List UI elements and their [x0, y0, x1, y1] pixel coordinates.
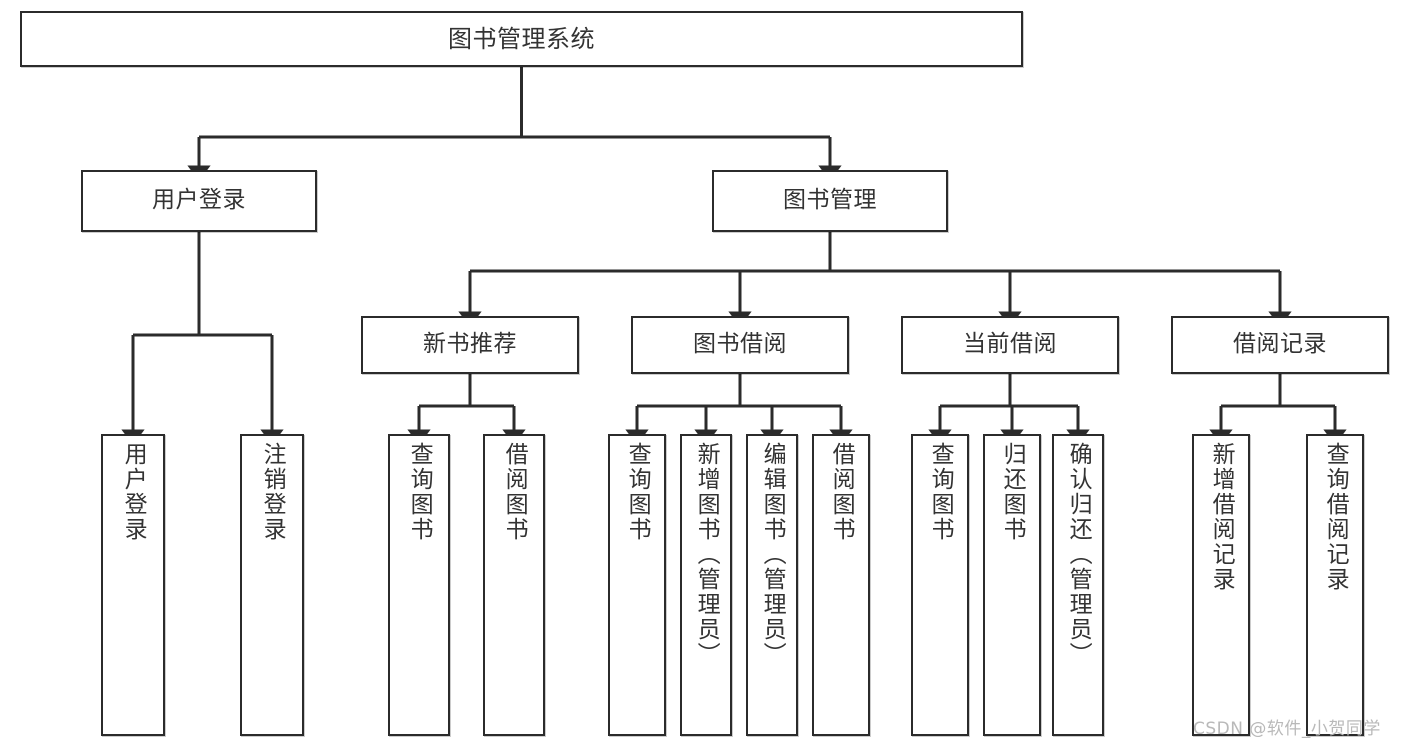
node-root[interactable]: 图书管理系统 — [20, 11, 1023, 67]
node-label: 新增借阅记录 — [1208, 442, 1235, 592]
node-label: 新增图书（管理员） — [693, 442, 720, 667]
node-leaf_10[interactable]: 确认归还（管理员） — [1052, 434, 1104, 736]
node-label: 编辑图书（管理员） — [759, 442, 786, 667]
node-label: 新书推荐 — [423, 331, 517, 358]
connector-lines — [121, 67, 1347, 445]
node-l3_1[interactable]: 图书借阅 — [631, 316, 849, 374]
node-leaf_11[interactable]: 新增借阅记录 — [1192, 434, 1250, 736]
node-leaf_3[interactable]: 借阅图书 — [483, 434, 545, 736]
node-leaf_8[interactable]: 查询图书 — [911, 434, 969, 736]
node-label: 用户登录 — [152, 187, 246, 214]
node-label: 查询借阅记录 — [1322, 442, 1349, 592]
node-label: 查询图书 — [624, 442, 651, 542]
node-l3_0[interactable]: 新书推荐 — [361, 316, 579, 374]
node-label: 用户登录 — [120, 442, 147, 542]
node-label: 当前借阅 — [963, 331, 1057, 358]
node-label: 图书管理系统 — [448, 24, 595, 53]
node-label: 查询图书 — [406, 442, 433, 542]
node-leaf_7[interactable]: 借阅图书 — [812, 434, 870, 736]
watermark-text: CSDN @软件_小贺同学 — [1193, 719, 1381, 739]
node-label: 图书管理 — [783, 187, 877, 214]
node-leaf_6[interactable]: 编辑图书（管理员） — [746, 434, 798, 736]
node-label: 借阅图书 — [501, 442, 528, 542]
node-label: 图书借阅 — [693, 331, 787, 358]
node-label: 借阅记录 — [1233, 331, 1327, 358]
node-leaf_12[interactable]: 查询借阅记录 — [1306, 434, 1364, 736]
node-leaf_1[interactable]: 注销登录 — [240, 434, 304, 736]
node-leaf_0[interactable]: 用户登录 — [101, 434, 165, 736]
node-label: 归还图书 — [999, 442, 1026, 542]
node-l3_3[interactable]: 借阅记录 — [1171, 316, 1389, 374]
node-label: 查询图书 — [927, 442, 954, 542]
node-leaf_4[interactable]: 查询图书 — [608, 434, 666, 736]
node-label: 确认归还（管理员） — [1065, 442, 1092, 667]
node-l3_2[interactable]: 当前借阅 — [901, 316, 1119, 374]
node-label: 注销登录 — [259, 442, 286, 542]
node-leaf_9[interactable]: 归还图书 — [983, 434, 1041, 736]
node-label: 借阅图书 — [828, 442, 855, 542]
node-leaf_2[interactable]: 查询图书 — [388, 434, 450, 736]
node-l2_1[interactable]: 图书管理 — [712, 170, 948, 232]
node-leaf_5[interactable]: 新增图书（管理员） — [680, 434, 732, 736]
node-l2_0[interactable]: 用户登录 — [81, 170, 317, 232]
